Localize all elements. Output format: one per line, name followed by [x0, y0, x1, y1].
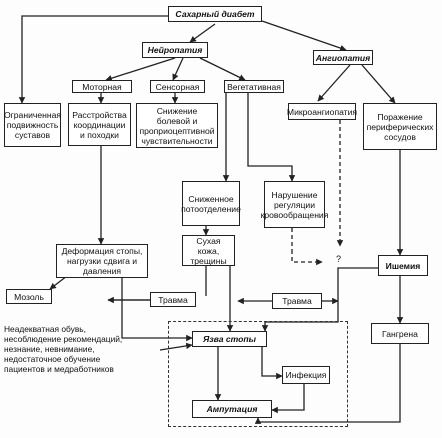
factors-text: Неадекватная обувь, несоблюдение рекомен…: [4, 324, 122, 374]
node-blood-regulation: Нарушение регуляции кровообращения: [261, 181, 328, 228]
node-angiopathy: Ангиопатия: [313, 50, 373, 65]
node-coordination: Расстройства координации и походки: [68, 103, 131, 146]
arrow-diabetes-mobility: [18, 15, 168, 104]
arrow-vegetative-regulation: [247, 93, 296, 182]
node-reduced-sweat: Сниженное потоотделение: [181, 181, 241, 226]
question-mark: ?: [336, 254, 342, 264]
arrow-neuro-vegetative: [199, 57, 246, 81]
factor-line: несоблюдение рекомендаций,: [4, 334, 123, 344]
node-dry-skin: Сухая кожа, трещины: [182, 235, 235, 266]
node-deformation: Деформация стопы, нагрузки сдвига и давл…: [56, 244, 148, 278]
node-ulcer: Язва стопы: [192, 331, 267, 347]
arrow-neuro-sensory: [172, 57, 184, 81]
node-sensory: Сенсорная: [150, 80, 205, 93]
node-trauma-right: Травма: [272, 293, 322, 309]
node-callus: Мозоль: [6, 289, 52, 304]
node-motor: Моторная: [72, 80, 132, 93]
node-microangiopathy: Микроангиопатия: [287, 103, 357, 120]
node-infection: Инфекция: [282, 366, 330, 384]
node-peripheral: Поражение периферических сосудов: [363, 103, 437, 150]
arrow-neuro-motor: [105, 57, 176, 82]
node-limited-mobility: Ограниченная подвижность суставов: [4, 103, 61, 147]
arrow-angio-micro: [317, 64, 351, 102]
factor-line: недостаточное обучение: [4, 354, 101, 364]
node-ischemia: Ишемия: [378, 255, 428, 276]
ulcer-outcome-frame: [168, 321, 348, 427]
node-neuropathy: Нейропатия: [142, 42, 208, 58]
arrow-ischemia-ulcer: [261, 267, 378, 332]
node-reduced-pain: Снижение болевой и проприоцептивной чувс…: [136, 103, 218, 148]
node-gangrene: Гангрена: [371, 323, 429, 344]
arrow-gangrene-amputation: [254, 344, 401, 424]
arrow-infection-amputation: [271, 384, 305, 414]
node-diabetes: Сахарный диабет: [168, 6, 262, 22]
arrow-deformation-callus: [49, 275, 68, 290]
arrow-diabetes-angiopathy: [261, 20, 347, 52]
node-trauma-left: Травма: [150, 292, 196, 307]
arrow-ulcer-infection: [261, 347, 283, 380]
factor-line: Неадекватная обувь,: [4, 324, 86, 334]
factor-line: незнание, невнимание,: [4, 344, 95, 354]
factor-line: пациентов и медработников: [4, 364, 114, 374]
node-vegetative: Вегетативная: [224, 80, 284, 93]
arrow-regulation-ischemia: [291, 250, 323, 266]
arrow-diabetes-neuropathy: [189, 23, 216, 43]
arrow-factors-ulcer: [159, 342, 193, 351]
arrow-angio-peripheral: [361, 64, 396, 104]
node-amputation: Ампутация: [192, 400, 272, 418]
